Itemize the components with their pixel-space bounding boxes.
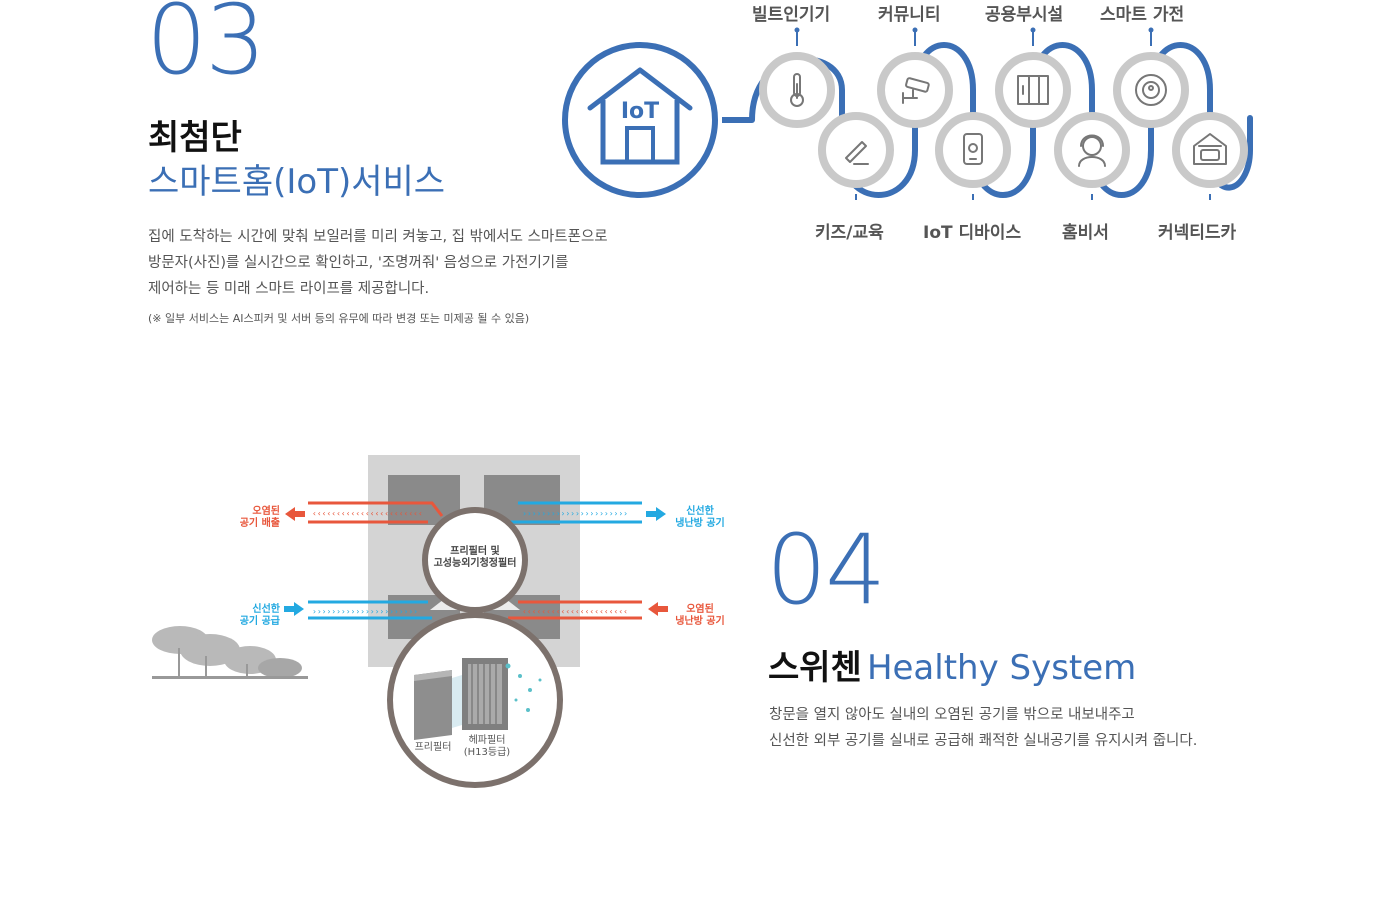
elevator-icon [1017, 75, 1049, 105]
label-hepa-filter: 헤파필터 (H13등급) [460, 735, 514, 759]
label-line: 헤파필터 [468, 735, 506, 746]
robot-vacuum-icon [1135, 74, 1167, 106]
vent-title: 스위첸 Healthy System [768, 648, 1136, 689]
label-line: 냉난방 공기 [675, 616, 725, 627]
iot-description: 집에 도착하는 시간에 맞춰 보일러를 미리 켜놓고, 집 밖에서도 스마트폰으… [148, 224, 708, 302]
cctv-icon [902, 77, 930, 104]
label-line: 냉난방 공기 [675, 518, 725, 529]
service-label-public-facilities: 공용부시설 [985, 5, 1064, 25]
iot-service-node [818, 112, 894, 200]
service-label-home-assistant: 홈비서 [1062, 223, 1109, 243]
service-label-iot-device: IoT 디바이스 [923, 223, 1022, 243]
garage-car-icon [1193, 133, 1227, 165]
iot-service-node [1172, 112, 1248, 200]
iot-service-node [877, 27, 953, 128]
iot-node-ring [1054, 112, 1130, 188]
label-prefilter: 프리필터 [414, 742, 452, 753]
hepa-filter-panel-icon [462, 658, 508, 730]
fresh-in-arrow-icon [284, 602, 304, 616]
polluted-in-arrow-icon [648, 602, 668, 616]
iot-description-line: 방문자(사진)를 실시간으로 확인하고, '조명꺼줘' 음성으로 가전기기를 [148, 255, 569, 271]
label-line: 공기 공급 [239, 616, 280, 627]
label-line: 오염된 [252, 506, 280, 517]
label-polluted-conditioned: 오염된 냉난방 공기 [670, 604, 730, 628]
vent-title-english: Healthy System [866, 648, 1137, 688]
ventilation-diagram: ‹‹‹‹‹‹‹‹‹‹‹‹‹‹‹‹‹‹‹‹‹‹‹ ››››››››››››››››… [152, 455, 668, 788]
section-number-04: 04 [766, 514, 886, 626]
label-line: 신선한 [252, 604, 280, 615]
service-label-built-in: 빌트인기기 [752, 5, 831, 25]
thermometer-icon [790, 73, 804, 107]
vent-description-line: 창문을 열지 않아도 실내의 오염된 공기를 밖으로 내보내주고 [769, 707, 1135, 723]
trees-illustration [152, 626, 308, 679]
label-line: 오염된 [686, 604, 714, 615]
label-line: 프리필터 및 [450, 546, 500, 557]
iot-node-dot [794, 27, 800, 33]
service-label-smart-appliance: 스마트 가전 [1100, 5, 1185, 25]
label-line: 공기 배출 [239, 518, 280, 529]
prefilter-panel-icon [414, 670, 452, 740]
filter-magnifier-top [422, 507, 528, 613]
svg-text:››››››››››››››››››››››: ›››››››››››››››››››››› [312, 607, 418, 616]
iot-service-node [1113, 27, 1189, 128]
iot-title-line2: 스마트홈(IoT)서비스 [148, 162, 446, 202]
iot-title-line1: 최첨단 [148, 118, 242, 158]
svg-text:››››››››››››››››››››››: ›››››››››››››››››››››› [522, 509, 628, 518]
svg-text:‹‹‹‹‹‹‹‹‹‹‹‹‹‹‹‹‹‹‹‹‹‹‹: ‹‹‹‹‹‹‹‹‹‹‹‹‹‹‹‹‹‹‹‹‹‹‹ [312, 509, 423, 518]
service-label-community: 커뮤니티 [878, 5, 941, 25]
smartphone-icon [963, 133, 983, 165]
iot-note: (※ 일부 서비스는 AI스피커 및 서버 등의 유무에 따라 변경 또는 미제… [148, 312, 530, 325]
iot-description-line: 집에 도착하는 시간에 맞춰 보일러를 미리 켜놓고, 집 밖에서도 스마트폰으… [148, 229, 608, 245]
vent-description-line: 신선한 외부 공기를 실내로 공급해 쾌적한 실내공기를 유지시켜 줍니다. [769, 733, 1198, 749]
iot-node-dot [912, 27, 918, 33]
iot-service-node [759, 27, 835, 128]
iot-house-label: IoT [621, 99, 659, 124]
iot-node-ring [818, 112, 894, 188]
service-label-kids-education: 키즈/교육 [815, 223, 884, 243]
iot-service-node [1054, 112, 1130, 200]
section-number-03: 03 [146, 0, 266, 96]
label-line: (H13등급) [463, 747, 511, 758]
iot-service-diagram: IoT [562, 27, 1253, 200]
iot-node-ring [935, 112, 1011, 188]
vent-description: 창문을 열지 않아도 실내의 오염된 공기를 밖으로 내보내주고 신선한 외부 … [769, 702, 1329, 754]
headset-icon [1078, 134, 1106, 167]
label-line: 고성능외기청정필터 [433, 558, 517, 569]
iot-description-line: 제어하는 등 미래 스마트 라이프를 제공합니다. [148, 281, 430, 297]
label-line: 신선한 [686, 506, 714, 517]
iot-service-node [995, 27, 1071, 128]
fresh-out-arrow-icon [646, 507, 666, 521]
iot-house-emblem: IoT [562, 42, 718, 198]
pencil-icon [845, 141, 869, 165]
label-fresh-supply: 신선한 공기 공급 [230, 604, 280, 628]
iot-node-dot [1148, 27, 1154, 33]
exhaust-arrow-icon [285, 507, 305, 521]
svg-text:‹‹‹‹‹‹‹‹‹‹‹‹‹‹‹‹‹‹‹‹‹‹: ‹‹‹‹‹‹‹‹‹‹‹‹‹‹‹‹‹‹‹‹‹‹ [522, 607, 628, 616]
iot-node-dot [1030, 27, 1036, 33]
vent-title-korean: 스위첸 [768, 648, 862, 688]
service-label-connected-car: 커넥티드카 [1158, 223, 1237, 243]
iot-node-ring [995, 52, 1071, 128]
iot-service-node [935, 112, 1011, 200]
label-exhaust-polluted: 오염된 공기 배출 [230, 506, 280, 530]
label-filter-center: 프리필터 및 고성능외기청정필터 [425, 546, 525, 570]
label-fresh-conditioned: 신선한 냉난방 공기 [670, 506, 730, 530]
